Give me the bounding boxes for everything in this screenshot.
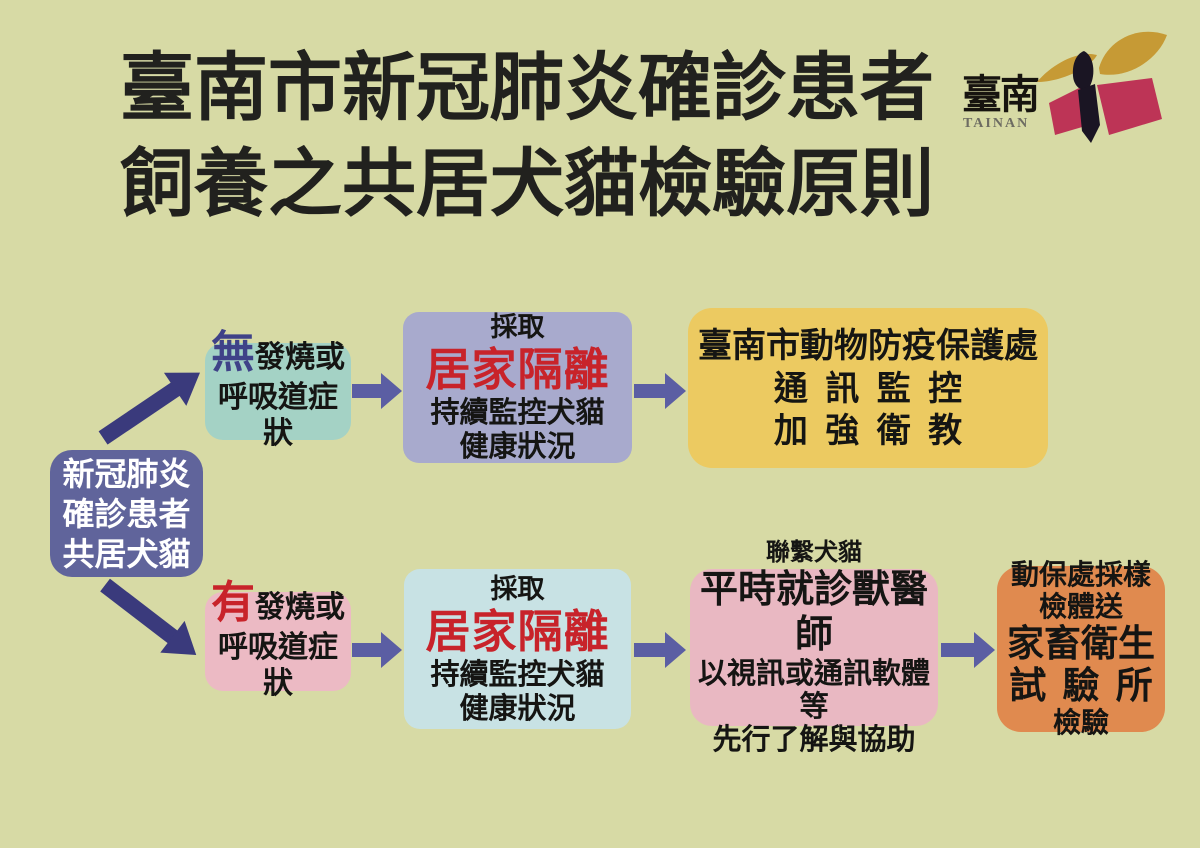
isolation-top-line1: 採取: [490, 312, 545, 342]
vet-contact-line4: 先行了解與協助: [712, 724, 916, 756]
page-title-line2: 飼養之共居犬貓檢驗原則: [120, 142, 934, 225]
vet-contact-line2: 平時就診獸醫師: [699, 569, 928, 656]
flow-node-lab-test: 動保處採樣 檢體送 家畜衛生 試 驗 所 檢驗: [997, 559, 1165, 738]
animal-office-line3: 加 強 衛 教: [773, 412, 963, 450]
yes-keyword: 有: [211, 578, 255, 627]
animal-office-line2: 通 訊 監 控: [773, 370, 963, 408]
isolation-top-line4: 健康狀況: [459, 431, 576, 463]
lab-test-line4: 試 驗 所: [1009, 665, 1153, 706]
arrow-no-to-isolation-icon: [352, 373, 402, 409]
no-after-keyword: 發燒或: [255, 341, 345, 374]
vet-contact-line3: 以視訊或通訊軟體等: [697, 658, 930, 723]
page-title-line1: 臺南市新冠肺炎確診患者: [120, 46, 934, 129]
flow-node-vet-contact: 聯繫犬貓 平時就診獸醫師 以視訊或通訊軟體等 先行了解與協助: [690, 539, 938, 756]
lab-test-line2: 檢體送: [1038, 591, 1123, 622]
arrow-root-to-yes-branch-icon: [100, 578, 197, 656]
no-symptom-line1: 無發燒或: [211, 331, 345, 380]
yes-after-keyword: 發燒或: [255, 591, 345, 624]
tainan-logo-subtitle: TAINAN: [963, 116, 1030, 131]
page-title: 臺南市新冠肺炎確診患者 飼養之共居犬貓檢驗原則: [120, 40, 950, 232]
tainan-logo-wordmark: 臺南: [962, 72, 1040, 117]
arrow-root-to-no-branch-icon: [98, 372, 200, 445]
no-symptom-line2: 呼吸道症狀: [218, 381, 338, 450]
isolation-top-highlight: 居家隔離: [425, 344, 610, 395]
yes-symptom-line2: 呼吸道症狀: [218, 631, 338, 700]
flow-node-home-isolation-top: 採取 居家隔離 持續監控犬貓 健康狀況: [403, 312, 632, 463]
flow-node-animal-office: 臺南市動物防疫保護處 通 訊 監 控 加 強 衛 教: [688, 308, 1048, 468]
arrow-vet-to-lab-icon: [941, 632, 995, 668]
root-line2: 確診患者: [62, 495, 191, 532]
arrow-isolation-to-vet-icon: [634, 632, 686, 668]
root-line1: 新冠肺炎: [62, 455, 191, 492]
isolation-bottom-line1: 採取: [490, 573, 545, 604]
arrow-isolation-to-office-icon: [634, 373, 686, 409]
isolation-top-line3: 持續監控犬貓: [430, 397, 605, 429]
yes-symptom-line1: 有發燒或: [211, 581, 345, 630]
isolation-bottom-highlight: 居家隔離: [425, 605, 610, 657]
flow-node-yes-symptom: 有發燒或 呼吸道症狀: [205, 581, 351, 700]
isolation-bottom-line3: 持續監控犬貓: [430, 658, 605, 691]
vet-contact-line1: 聯繫犬貓: [766, 539, 862, 566]
root-line3: 共居犬貓: [62, 535, 191, 572]
arrow-yes-to-isolation-icon: [352, 632, 402, 668]
no-keyword: 無: [211, 328, 255, 377]
flow-node-root: 新冠肺炎 確診患者 共居犬貓: [50, 450, 203, 577]
tainan-flower-logo-icon: [1037, 31, 1167, 143]
animal-office-line1: 臺南市動物防疫保護處: [698, 327, 1038, 365]
flow-node-home-isolation-bottom: 採取 居家隔離 持續監控犬貓 健康狀況: [404, 569, 631, 729]
lab-test-line3: 家畜衛生: [1007, 623, 1155, 664]
lab-test-line5: 檢驗: [1052, 707, 1109, 738]
lab-test-line1: 動保處採樣: [1010, 559, 1151, 590]
flow-node-no-symptom: 無發燒或 呼吸道症狀: [205, 331, 351, 450]
isolation-bottom-line4: 健康狀況: [459, 692, 576, 725]
